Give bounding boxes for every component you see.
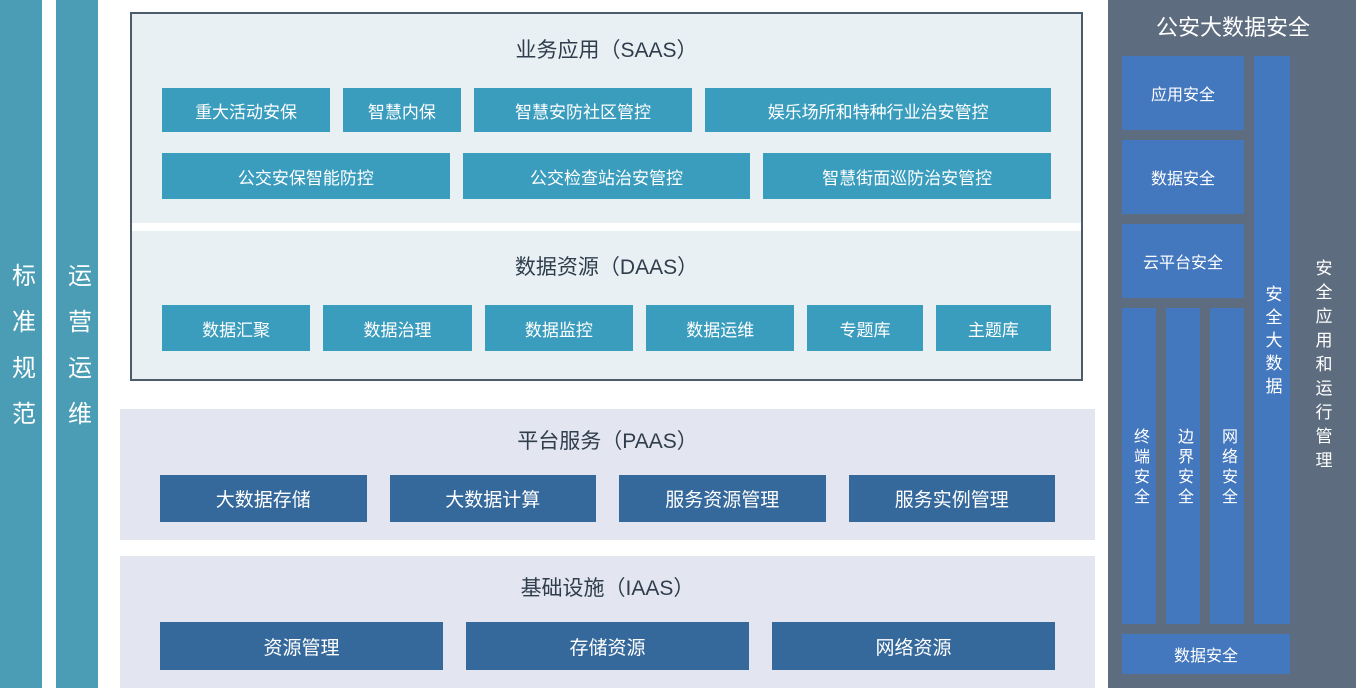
paas-box: 大数据存储 [160, 475, 367, 522]
saas-box: 智慧内保 [343, 88, 461, 132]
main-layers: 业务应用（SAAS） 重大活动安保 智慧内保 智慧安防社区管控 娱乐场所和特种行… [120, 0, 1095, 688]
daas-row: 数据汇聚 数据治理 数据监控 数据运维 专题库 主题库 [162, 305, 1051, 351]
saas-row-2: 公交安保智能防控 公交检查站治安管控 智慧街面巡防治安管控 [162, 153, 1052, 199]
security-bigdata-bar: 安全大数据 [1254, 56, 1290, 624]
daas-title: 数据资源（DAAS） [514, 256, 699, 279]
security-box-terminal-label: 终端安全 [1131, 428, 1148, 508]
saas-row-1: 重大活动安保 智慧内保 智慧安防社区管控 娱乐场所和特种行业治安管控 [162, 88, 1051, 132]
saas-box: 公交检查站治安管控 [462, 153, 751, 199]
daas-box: 数据汇聚 [162, 305, 311, 351]
paas-box: 服务实例管理 [848, 475, 1055, 522]
security-box-cloud: 云平台安全 [1122, 224, 1244, 298]
iaas-box: 资源管理 [160, 622, 443, 670]
security-box-network-label: 网络安全 [1219, 428, 1236, 508]
security-bigdata-label: 安全大数据 [1262, 284, 1282, 400]
saas-box: 公交安保智能防控 [162, 153, 450, 199]
iaas-box: 网络资源 [772, 622, 1055, 670]
paas-box: 大数据计算 [389, 475, 596, 522]
paas-box: 服务资源管理 [619, 475, 826, 522]
saas-daas-container: 业务应用（SAAS） 重大活动安保 智慧内保 智慧安防社区管控 娱乐场所和特种行… [130, 12, 1083, 381]
daas-section: 数据资源（DAAS） 数据汇聚 数据治理 数据监控 数据运维 专题库 主题库 [132, 231, 1081, 379]
standards-bar: 标准规范 [0, 0, 42, 688]
security-box-boundary-label: 边界安全 [1175, 428, 1192, 508]
security-ops-label: 安全应用和运行管理 [1312, 259, 1332, 475]
saas-box: 智慧街面巡防治安管控 [763, 153, 1052, 199]
paas-title: 平台服务（PAAS） [517, 430, 698, 453]
standards-bar-label: 标准规范 [7, 263, 35, 447]
daas-box: 专题库 [807, 305, 923, 351]
security-box-boundary: 边界安全 [1166, 308, 1200, 624]
security-panel: 公安大数据安全 应用安全 数据安全 云平台安全 终端安全 边界安全 网络安全 安… [1108, 0, 1356, 688]
paas-section: 平台服务（PAAS） 大数据存储 大数据计算 服务资源管理 服务实例管理 [120, 409, 1095, 540]
security-ops-column: 安全应用和运行管理 [1300, 56, 1344, 674]
security-vertical-row: 终端安全 边界安全 网络安全 [1122, 308, 1244, 624]
iaas-section: 基础设施（IAAS） 资源管理 存储资源 网络资源 [120, 556, 1095, 688]
daas-box: 数据运维 [646, 305, 795, 351]
security-panel-title: 公安大数据安全 [1155, 15, 1310, 40]
saas-box: 重大活动安保 [162, 88, 331, 132]
saas-box: 智慧安防社区管控 [473, 88, 693, 132]
iaas-title: 基础设施（IAAS） [520, 577, 695, 600]
operations-bar: 运营运维 [56, 0, 98, 688]
saas-title: 业务应用（SAAS） [515, 39, 698, 62]
saas-box: 娱乐场所和特种行业治安管控 [705, 88, 1051, 132]
saas-section: 业务应用（SAAS） 重大活动安保 智慧内保 智慧安防社区管控 娱乐场所和特种行… [132, 14, 1081, 223]
security-box-network: 网络安全 [1210, 308, 1244, 624]
security-box-terminal: 终端安全 [1122, 308, 1156, 624]
security-box-app: 应用安全 [1122, 56, 1244, 130]
daas-box: 数据治理 [323, 305, 472, 351]
security-box-data: 数据安全 [1122, 140, 1244, 214]
security-box-data-bottom: 数据安全 [1122, 634, 1290, 674]
daas-box: 主题库 [935, 305, 1051, 351]
iaas-row: 资源管理 存储资源 网络资源 [160, 622, 1055, 670]
daas-box: 数据监控 [484, 305, 634, 351]
security-grid: 应用安全 数据安全 云平台安全 终端安全 边界安全 网络安全 安全大数据 安全应… [1122, 56, 1344, 674]
paas-row: 大数据存储 大数据计算 服务资源管理 服务实例管理 [160, 475, 1055, 522]
operations-bar-label: 运营运维 [63, 263, 91, 447]
iaas-box: 存储资源 [466, 622, 749, 670]
